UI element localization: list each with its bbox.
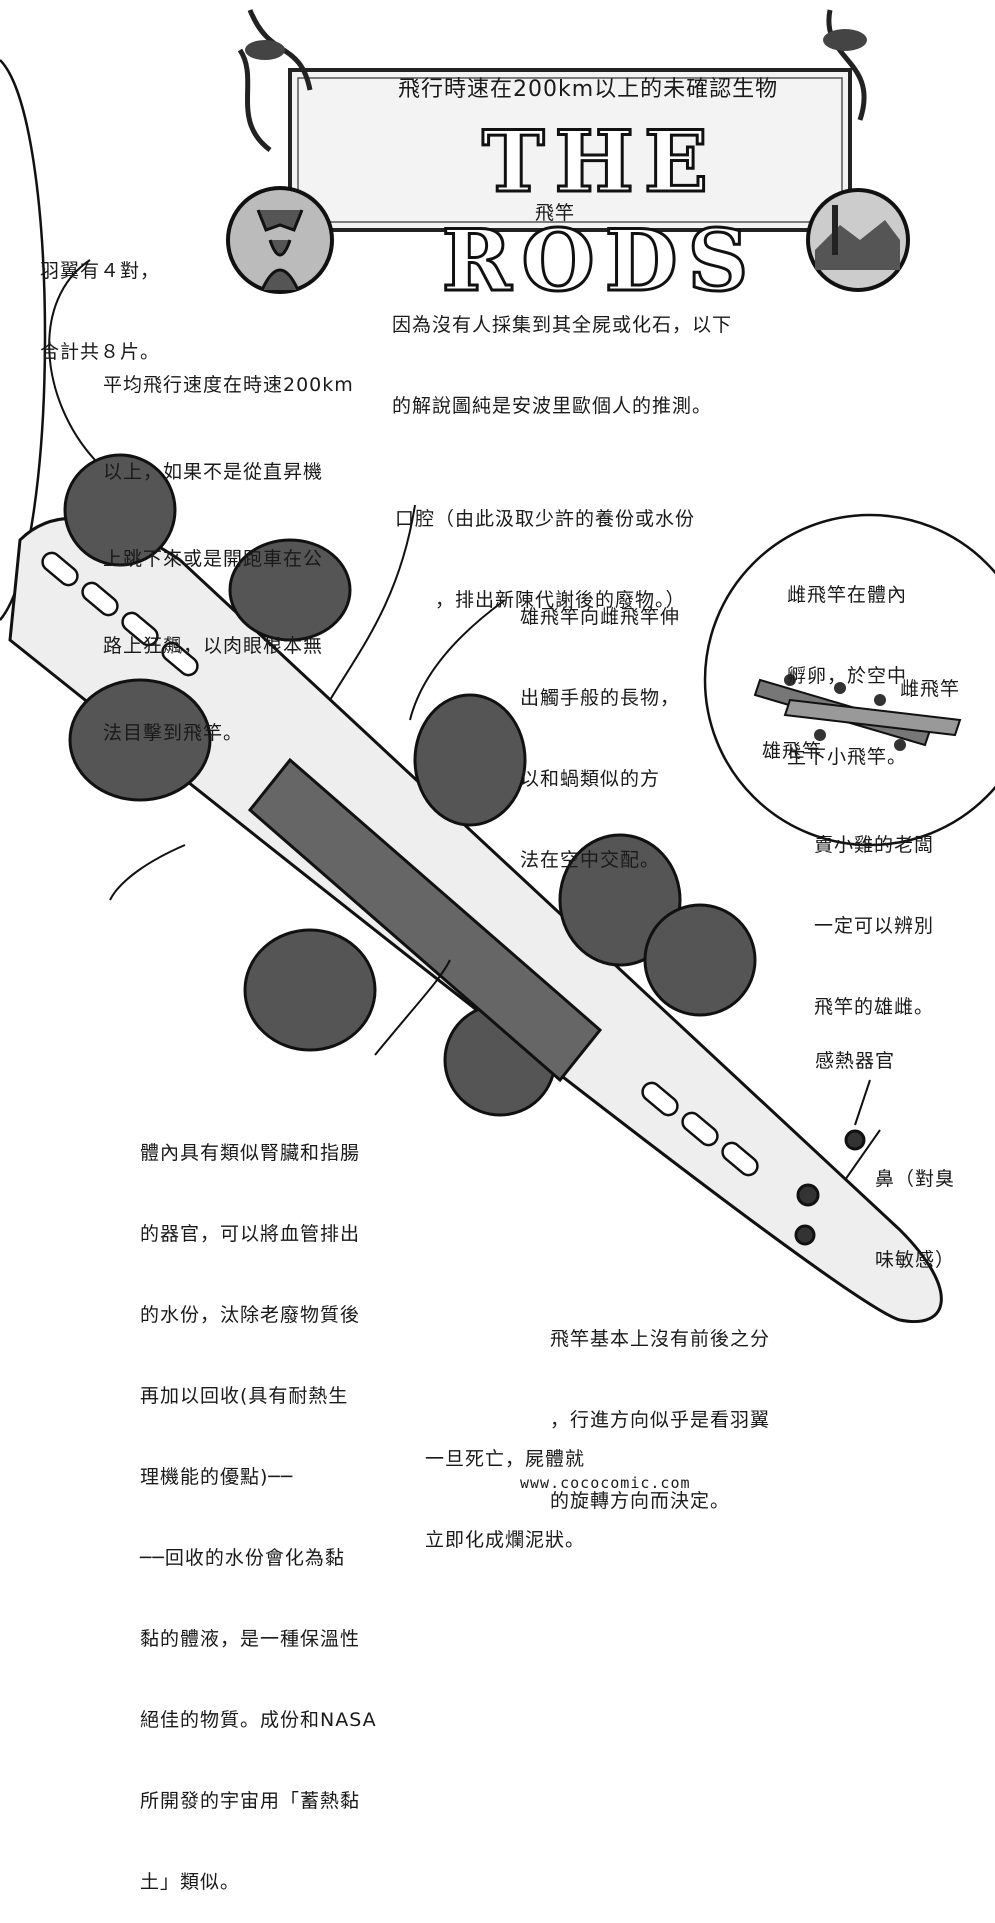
subtitle: 飛行時速在200km以上的未確認生物 <box>398 77 779 102</box>
rod-creature <box>8 453 943 1323</box>
text-line: 合計共８片。 <box>40 341 161 363</box>
text-line: 所開發的宇宙用「蓄熱黏 <box>140 1790 361 1812</box>
intro-text: 因為沒有人採集到其全屍或化石，以下 的解說圖純是安波里歐個人的推測。 <box>392 258 732 447</box>
nose-note: 鼻（對臭 味敏感） <box>875 1112 955 1301</box>
pointer-arrows <box>48 259 881 1181</box>
text-line: 的水份，汰除老廢物質後 <box>140 1304 361 1326</box>
rods-illustration <box>0 9 995 1323</box>
wings-note: 羽翼有４對， 合計共８片。 <box>40 204 160 393</box>
mouth-note: 口腔（由此汲取少許的養份或水份 ，排出新陳代謝後的廢物。） <box>395 452 695 641</box>
text-line: 的解說圖純是安波里歐個人的推測。 <box>392 395 713 417</box>
mini-rods-icon <box>753 674 962 751</box>
text-line: ，排出新陳代謝後的廢物。） <box>435 589 686 611</box>
text-line: 一定可以辨別 <box>814 915 935 937</box>
text-line: 上跳下來或是開跑車在公 <box>103 548 324 570</box>
text-line: 賣小雞的老闆 <box>814 834 935 856</box>
title-the-rods: THE RODS <box>440 111 759 312</box>
text-line: 的器官，可以將血管排出 <box>140 1223 361 1245</box>
inset-bottom-text: 賣小雞的老闆 一定可以辨別 飛竿的雄雌。 <box>814 778 934 1048</box>
text-line: 黏的體液，是一種保溫性 <box>140 1628 361 1650</box>
text-line: 以上，如果不是從直昇機 <box>103 461 324 483</box>
inset-circle <box>703 513 995 847</box>
text-line: 再加以回收(具有耐熱生 <box>140 1385 349 1407</box>
text-line: 雌飛竿在體內 <box>787 584 908 606</box>
text-line: 飛竿基本上沒有前後之分 <box>550 1328 771 1350</box>
text-line: 孵卵，於空中 <box>787 665 908 687</box>
text-line: 以和蝸類似的方 <box>520 768 661 790</box>
text-line: ，行進方向似乎是看羽翼 <box>550 1409 771 1431</box>
text-line: 路上狂飆，以肉眼根本無 <box>103 635 324 657</box>
text-line: 平均飛行速度在時速200km <box>103 374 354 396</box>
speed-note: 平均飛行速度在時速200km 以上，如果不是從直昇機 上跳下來或是開跑車在公 路… <box>103 313 354 777</box>
heat-organ-label: 感熱器官 <box>815 1050 896 1072</box>
inset-top-text: 雌飛竿在體內 孵卵，於空中 生下小飛竿。 <box>787 528 907 798</box>
organ-note: 體內具有類似腎臟和指腸 的器官，可以將血管排出 的水份，汰除老廢物質後 再加以回… <box>140 1086 377 1923</box>
desert-medallion-icon <box>806 188 910 292</box>
direction-note: 飛竿基本上沒有前後之分 ，行進方向似乎是看羽翼 的旋轉方向而決定。 <box>550 1272 770 1542</box>
text-line: ──回收的水份會化為黏 <box>140 1547 345 1569</box>
text-line: 立即化成爛泥狀。 <box>425 1529 586 1551</box>
text-line: 出觸手般的長物， <box>520 687 681 709</box>
text-line: 羽翼有４對， <box>40 260 161 282</box>
text-line: 味敏感） <box>875 1249 956 1271</box>
text-line: 理機能的優點)── <box>140 1466 294 1488</box>
watermark: www.cococomic.com <box>520 1474 691 1492</box>
female-label: 雌飛竿 <box>900 678 961 700</box>
text-line: 土」類似。 <box>140 1871 241 1893</box>
title-banner <box>237 9 867 232</box>
text-line: 生下小飛竿。 <box>787 746 908 768</box>
text-line: 法目擊到飛竿。 <box>103 722 244 744</box>
text-line: 飛竿的雄雌。 <box>814 996 935 1018</box>
text-line: 鼻（對臭 <box>875 1168 956 1190</box>
male-label: 雄飛竿 <box>762 740 823 762</box>
deer-medallion-icon <box>226 186 334 294</box>
text-line: 口腔（由此汲取少許的養份或水份 <box>395 508 696 530</box>
text-line: 一旦死亡，屍體就 <box>425 1448 586 1470</box>
mating-note: 雄飛竿向雌飛竿伸 出觸手般的長物， 以和蝸類似的方 法在空中交配。 <box>520 550 680 901</box>
text-line: 法在空中交配。 <box>520 849 661 871</box>
creature-name: 飛竿 <box>535 202 576 224</box>
text-line: 絕佳的物質。成份和NASA <box>140 1709 377 1731</box>
text-line: 體內具有類似腎臟和指腸 <box>140 1142 361 1164</box>
text-line: 因為沒有人採集到其全屍或化石，以下 <box>392 314 733 336</box>
text-line: 雄飛竿向雌飛竿伸 <box>520 606 681 628</box>
